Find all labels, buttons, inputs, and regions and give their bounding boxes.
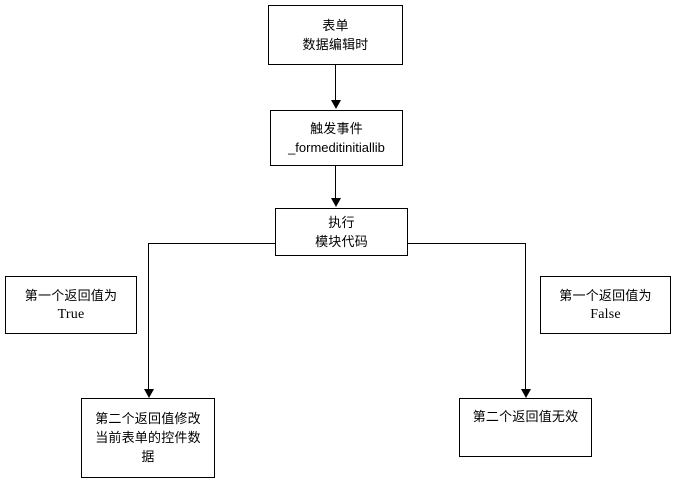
node-form-edit[interactable]: 表单 数据编辑时 [268, 5, 403, 65]
connector-execute-to-modify-vertical [148, 243, 149, 393]
node-first-return-true-line2: True [57, 307, 85, 322]
node-first-return-true[interactable]: 第一个返回值为 True [5, 276, 137, 334]
connector-form-edit-to-trigger-arrowhead [331, 100, 341, 109]
node-first-return-true-line1: 第一个返回值为 [24, 288, 118, 303]
connector-execute-to-modify-arrowhead [144, 389, 154, 398]
node-first-return-false[interactable]: 第一个返回值为 False [540, 276, 671, 334]
connector-execute-to-invalid-horizontal [408, 243, 526, 244]
node-form-edit-line1: 表单 [322, 18, 349, 33]
connector-trigger-to-execute-line [335, 166, 336, 200]
node-second-return-invalid[interactable]: 第二个返回值无效 [459, 398, 592, 457]
node-first-return-false-line2: False [590, 307, 621, 322]
connector-execute-to-invalid-arrowhead [521, 389, 531, 398]
node-trigger-event[interactable]: 触发事件 _formeditinitiallib [270, 110, 403, 166]
node-trigger-event-line1: 触发事件 [310, 121, 363, 136]
node-second-return-modify-text: 第二个返回值修改当前表单的控件数据 [95, 411, 201, 464]
connector-form-edit-to-trigger-line [335, 65, 336, 102]
node-execute-module-line2: 模块代码 [315, 234, 368, 249]
connector-execute-to-invalid-vertical [525, 243, 526, 393]
node-second-return-invalid-text: 第二个返回值无效 [472, 409, 579, 424]
node-trigger-event-line2: _formeditinitiallib [288, 140, 385, 155]
node-form-edit-line2: 数据编辑时 [302, 37, 369, 52]
node-second-return-modify[interactable]: 第二个返回值修改当前表单的控件数据 [81, 398, 215, 478]
connector-trigger-to-execute-arrowhead [331, 198, 341, 207]
connector-execute-to-modify-horizontal [148, 243, 276, 244]
node-first-return-false-line1: 第一个返回值为 [559, 288, 652, 303]
node-execute-module[interactable]: 执行 模块代码 [275, 208, 408, 256]
node-execute-module-line1: 执行 [328, 215, 355, 230]
